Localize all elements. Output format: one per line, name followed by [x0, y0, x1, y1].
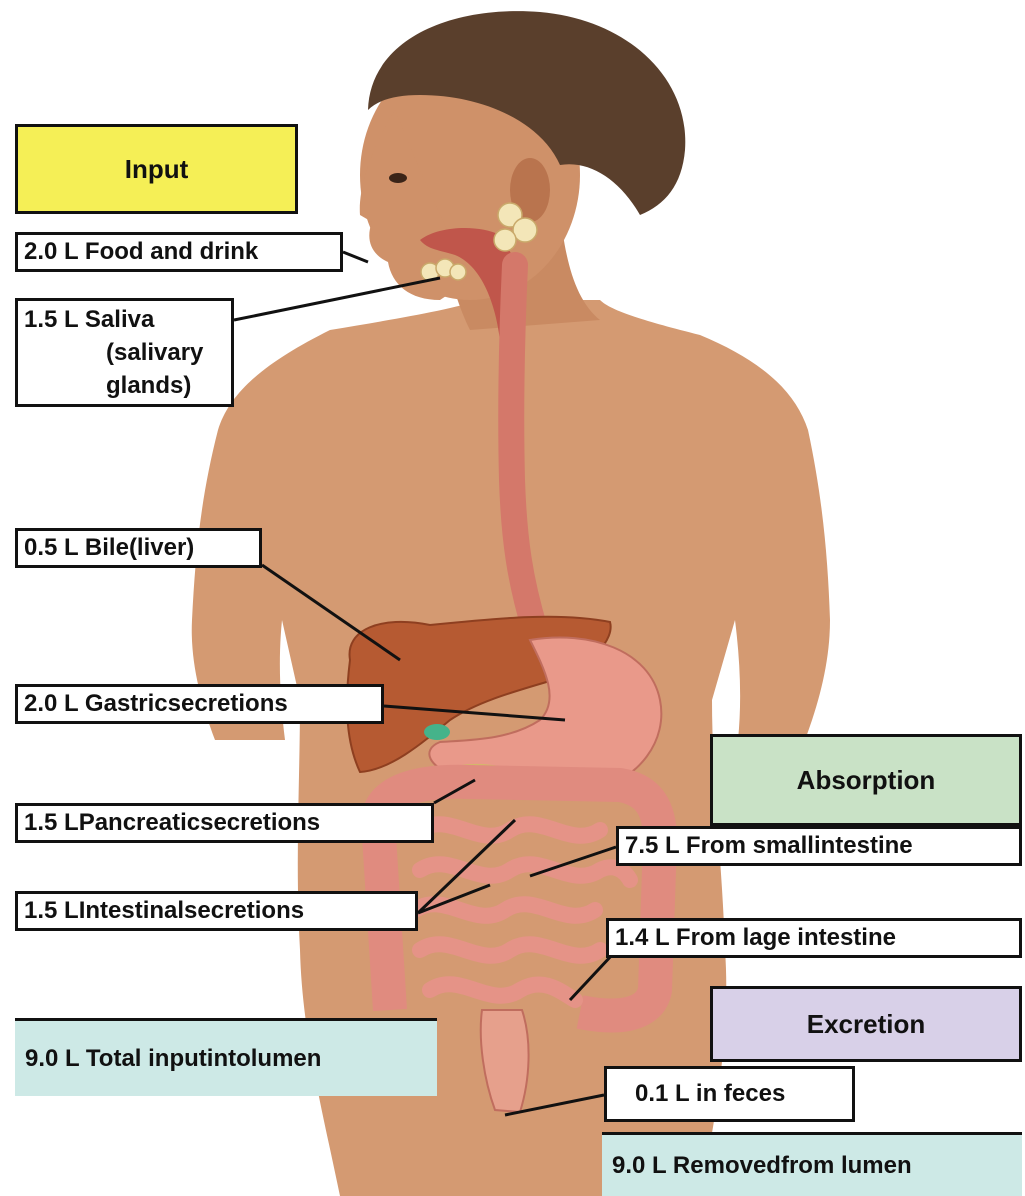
- absorption-header: Absorption: [710, 734, 1022, 826]
- eye: [389, 173, 407, 183]
- absorption-header-label: Absorption: [797, 765, 936, 795]
- feces-label: 0.1 L in feces: [604, 1066, 855, 1122]
- food-leader: [343, 252, 368, 262]
- excretion-header-label: Excretion: [807, 1009, 926, 1039]
- intestinal-label: 1.5 LIntestinalsecretions: [15, 891, 418, 931]
- pancreatic-label: 1.5 LPancreaticsecretions: [15, 803, 434, 843]
- bile-label: 0.5 L Bile(liver): [15, 528, 262, 568]
- small-intestine-label: 7.5 L From smallintestine: [616, 826, 1022, 866]
- saliva-leader: [234, 278, 440, 320]
- large-intestine-label: 1.4 L From lage intestine: [606, 918, 1022, 958]
- total-input-band: 9.0 L Total inputintolumen: [15, 1018, 437, 1096]
- removed-band: 9.0 L Removedfrom lumen: [602, 1132, 1022, 1196]
- gastric-label: 2.0 L Gastricsecretions: [15, 684, 384, 724]
- saliva-line-1: 1.5 L Saliva: [24, 303, 225, 336]
- saliva-label: 1.5 L Saliva (salivary glands): [15, 298, 234, 407]
- food-label: 2.0 L Food and drink: [15, 232, 343, 272]
- gallbladder: [424, 724, 450, 740]
- input-header: Input: [15, 124, 298, 214]
- saliva-line-2: (salivary: [24, 336, 225, 369]
- excretion-header: Excretion: [710, 986, 1022, 1062]
- input-header-label: Input: [125, 154, 189, 184]
- saliva-line-3: glands): [24, 369, 225, 402]
